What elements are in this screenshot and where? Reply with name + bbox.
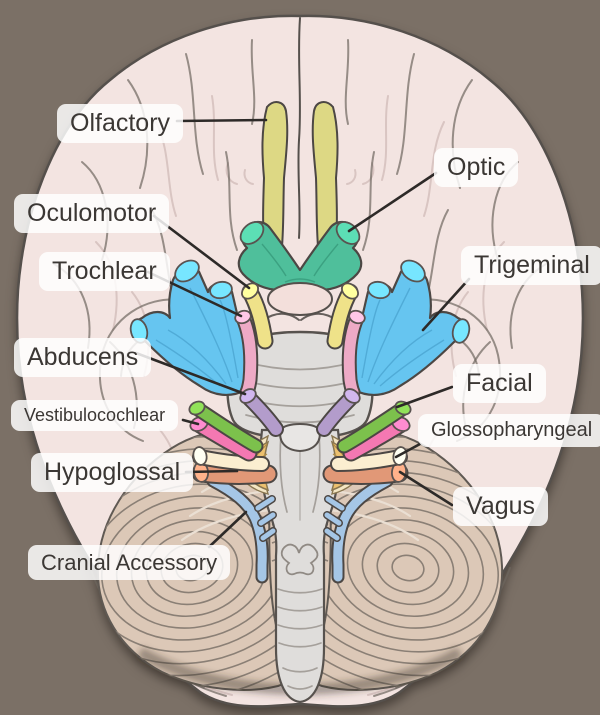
leader-vestibulocochlear bbox=[181, 418, 200, 426]
leader-abducens bbox=[134, 351, 247, 396]
facial-nerves bbox=[188, 400, 412, 454]
leader-olfactory bbox=[175, 118, 268, 123]
leader-facial bbox=[395, 385, 454, 409]
leader-glossopharyngeal bbox=[394, 442, 422, 459]
label-optic: Optic bbox=[434, 148, 519, 187]
pyramidal-decussation bbox=[279, 423, 321, 453]
label-glossopharyngeal: Glossopharyngeal bbox=[418, 414, 600, 447]
label-cranial-accessory: Cranial Accessory bbox=[28, 545, 231, 581]
label-facial: Facial bbox=[453, 364, 546, 403]
label-oculomotor: Oculomotor bbox=[14, 194, 170, 233]
interpeduncular-fossa bbox=[267, 282, 333, 316]
label-trigeminal: Trigeminal bbox=[461, 246, 600, 285]
leader-lines bbox=[134, 118, 471, 549]
label-trochlear: Trochlear bbox=[39, 252, 170, 291]
leader-vagus bbox=[398, 470, 454, 507]
leader-trigeminal bbox=[421, 277, 471, 332]
spinal-gray-matter bbox=[280, 543, 319, 576]
trigeminal-nerves bbox=[129, 259, 471, 396]
label-abducens: Abducens bbox=[14, 338, 152, 377]
leader-oculomotor bbox=[152, 214, 251, 290]
leader-cranial-accessory bbox=[207, 510, 248, 549]
abducens-nerves bbox=[239, 388, 361, 437]
accessory-nerves bbox=[206, 474, 394, 584]
label-vagus: Vagus bbox=[453, 487, 549, 526]
label-hypoglossal: Hypoglossal bbox=[31, 453, 194, 492]
longitudinal-fissure bbox=[297, 17, 301, 239]
label-olfactory: Olfactory bbox=[57, 104, 184, 143]
leader-hypoglossal bbox=[184, 469, 239, 474]
leader-optic bbox=[347, 171, 438, 233]
optic-nerves-chiasm bbox=[237, 220, 363, 292]
vagus-nerves bbox=[191, 461, 409, 485]
label-vestibulocochlear: Vestibulocochlear bbox=[11, 400, 179, 431]
